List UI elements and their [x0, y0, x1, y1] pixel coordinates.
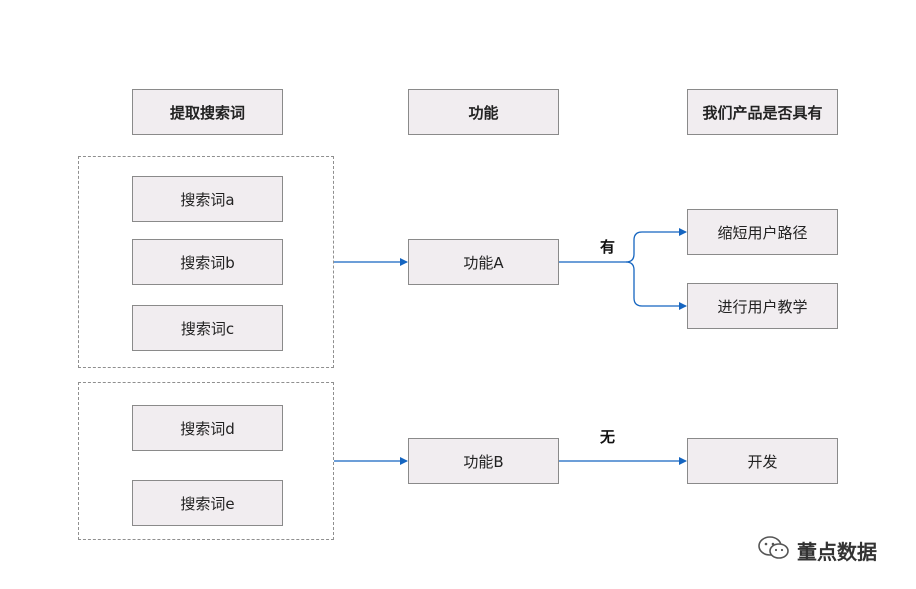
edge-label-none: 无: [600, 428, 616, 446]
arrow-feature-a-to-shorten-path: [559, 228, 687, 263]
header-features: 功能: [408, 89, 559, 135]
edge-label-has: 有: [600, 238, 616, 256]
search-term-b: 搜索词b: [132, 239, 283, 285]
arrow-feature-a-to-user-teaching: [625, 261, 687, 310]
search-term-group-2: [78, 382, 334, 540]
watermark-text: 董点数据: [797, 540, 877, 564]
outcome-user-teaching: 进行用户教学: [687, 283, 838, 329]
wechat-icon: [757, 535, 791, 566]
header-has-product: 我们产品是否具有: [687, 89, 838, 135]
watermark: 董点数据: [757, 535, 877, 566]
outcome-shorten-path: 缩短用户路径: [687, 209, 838, 255]
feature-b: 功能B: [408, 438, 559, 484]
header-search-terms: 提取搜索词: [132, 89, 283, 135]
search-term-c: 搜索词c: [132, 305, 283, 351]
search-term-a: 搜索词a: [132, 176, 283, 222]
search-term-d: 搜索词d: [132, 405, 283, 451]
feature-a: 功能A: [408, 239, 559, 285]
search-term-group-1: [78, 156, 334, 368]
outcome-develop: 开发: [687, 438, 838, 484]
search-term-e: 搜索词e: [132, 480, 283, 526]
